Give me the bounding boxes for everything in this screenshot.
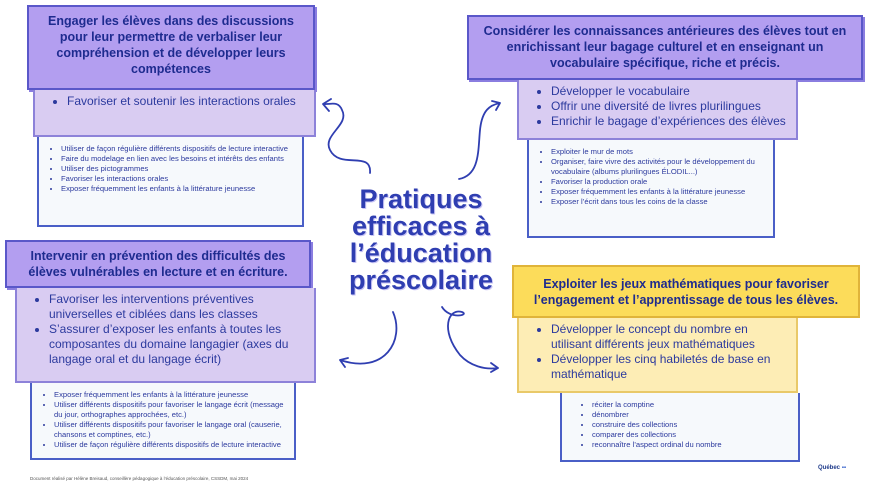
detail-item: comparer des collections: [592, 430, 790, 440]
box-header: Considérer les connaissances antérieures…: [467, 15, 863, 80]
detail-item: reconnaître l’aspect ordinal du nombre: [592, 440, 790, 450]
detail-item: Exposer fréquemment les enfants à la lit…: [551, 187, 765, 197]
quebec-logo: Québec ▪▪: [818, 465, 846, 471]
detail-item: Utiliser différents dispositifs pour fav…: [54, 400, 286, 420]
detail-item: Favoriser la production orale: [551, 177, 765, 187]
main-point: Offrir une diversité de livres pluriling…: [551, 99, 786, 114]
detail-item: Faire du modelage en lien avec les besoi…: [61, 154, 294, 164]
detail-item: Exposer fréquemment les enfants à la lit…: [61, 184, 294, 194]
detail-item: Utiliser de façon régulière différents d…: [61, 144, 294, 154]
arrow-bottom-right: [441, 306, 499, 373]
detail-item: Exposer fréquemment les enfants à la lit…: [54, 390, 286, 400]
detail-item: Utiliser de façon régulière différents d…: [54, 440, 286, 450]
box-details: Utiliser de façon régulière différents d…: [37, 137, 304, 227]
box-main-points: Favoriser et soutenir les interactions o…: [33, 90, 316, 137]
arrow-top-right: [458, 100, 501, 180]
main-point: Favoriser les interventions préventives …: [49, 292, 304, 322]
footer-credit: Document réalisé par Hélène Breisaud, co…: [30, 476, 249, 481]
main-point: S’assurer d’exposer les enfants à toutes…: [49, 322, 304, 367]
box-exploiter: Exploiter les jeux mathématiques pour fa…: [512, 265, 860, 462]
box-main-points: Développer le vocabulaire Offrir une div…: [517, 80, 798, 140]
box-header: Exploiter les jeux mathématiques pour fa…: [512, 265, 860, 318]
box-main-points: Favoriser les interventions préventives …: [15, 288, 316, 383]
box-intervenir: Intervenir en prévention des difficultés…: [5, 240, 316, 460]
main-point: Développer le concept du nombre en utili…: [551, 322, 786, 352]
arrow-top-left: [322, 98, 371, 174]
box-header: Engager les élèves dans des discussions …: [27, 5, 315, 90]
box-header: Intervenir en prévention des difficultés…: [5, 240, 311, 288]
box-details: Exposer fréquemment les enfants à la lit…: [30, 383, 296, 460]
box-main-points: Développer le concept du nombre en utili…: [517, 318, 798, 393]
box-considerer: Considérer les connaissances antérieures…: [467, 15, 863, 238]
logo-text: Québec: [818, 465, 841, 471]
main-point: Développer les cinq habiletés de base en…: [551, 352, 786, 382]
detail-item: Favoriser les interactions orales: [61, 174, 294, 184]
box-details: réciter la comptine dénombrer construire…: [560, 393, 800, 462]
box-details: Exploiter le mur de mots Organiser, fair…: [527, 140, 775, 238]
central-title: Pratiques efficaces à l’éducation présco…: [348, 184, 494, 295]
detail-item: Exploiter le mur de mots: [551, 147, 765, 157]
detail-item: réciter la comptine: [592, 400, 790, 410]
detail-item: Organiser, faire vivre des activités pou…: [551, 157, 765, 177]
detail-item: Utiliser des pictogrammes: [61, 164, 294, 174]
box-engager: Engager les élèves dans des discussions …: [27, 5, 316, 227]
detail-item: Exposer l’écrit dans tous les coins de l…: [551, 197, 765, 207]
main-point: Enrichir le bagage d’expériences des élè…: [551, 114, 786, 129]
detail-item: Utiliser différents dispositifs pour fav…: [54, 420, 286, 440]
detail-item: construire des collections: [592, 420, 790, 430]
arrow-bottom-left: [339, 311, 398, 368]
main-point: Favoriser et soutenir les interactions o…: [67, 94, 304, 109]
main-point: Développer le vocabulaire: [551, 84, 786, 99]
detail-item: dénombrer: [592, 410, 790, 420]
